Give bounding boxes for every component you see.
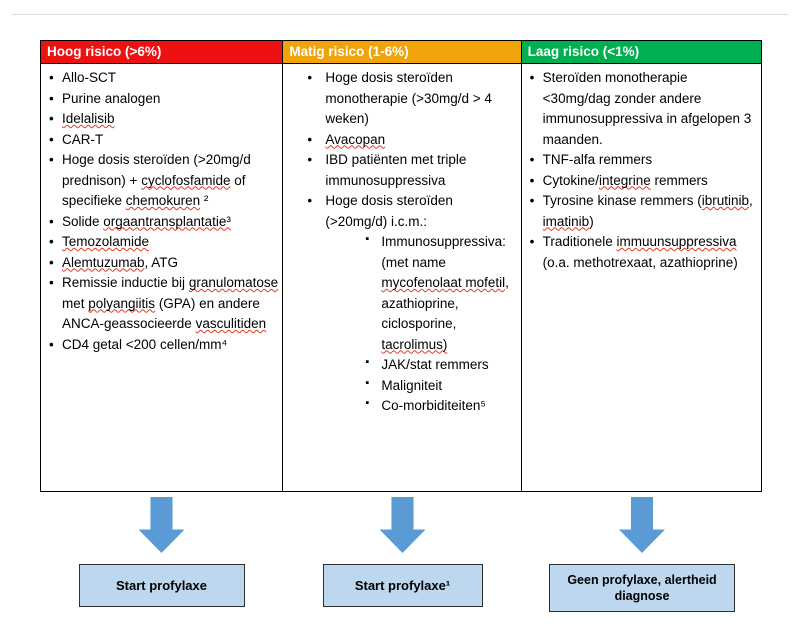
column-matig-risico: Matig risico (1-6%) Hoge dosis steroïden…	[283, 41, 522, 491]
arrow-cell-3	[522, 497, 762, 553]
list-item: Avacopan	[303, 130, 510, 151]
list-item: TNF-alfa remmers	[530, 150, 757, 171]
list-item: CD4 getal <200 cellen/mm⁴	[49, 335, 278, 356]
column-header-hoog-risico: Hoog risico (>6%)	[41, 41, 283, 64]
result-box-cell-2: Start profylaxe¹	[283, 564, 522, 612]
down-arrow-icon	[619, 497, 665, 553]
sub-list: Immunosuppressiva: (met name mycofenolaa…	[363, 231, 510, 417]
column-header-laag-risico: Laag risico (<1%)	[521, 41, 761, 64]
list-item: Co-morbiditeiten⁵	[363, 395, 510, 417]
arrow-row	[40, 497, 762, 553]
column-items-matig-risico: Hoge dosis steroïden monotherapie (>30mg…	[283, 64, 520, 417]
list-item: Idelalisib	[49, 109, 278, 130]
list-item: Allo-SCT	[49, 68, 278, 89]
result-box-cell-3: Geen profylaxe, alertheid diagnose	[522, 564, 762, 612]
list-item: Solide orgaantransplantatie³	[49, 212, 278, 233]
list-item: Tyrosine kinase remmers (ibrutinib, imat…	[530, 191, 757, 232]
list-item: Hoge dosis steroïden (>20mg/d) i.c.m.:Im…	[303, 191, 510, 417]
result-box-start-profylaxe-1: Start profylaxe¹	[322, 564, 483, 607]
result-box-cell-1: Start profylaxe	[40, 564, 283, 612]
list-item: JAK/stat remmers	[363, 354, 510, 376]
arrow-cell-1	[40, 497, 283, 553]
column-items-laag-risico: Steroïden monotherapie <30mg/dag zonder …	[522, 64, 761, 273]
top-divider	[12, 14, 788, 15]
column-hoog-risico: Hoog risico (>6%) Allo-SCTPurine analoge…	[41, 41, 284, 491]
list-item: Traditionele immuunsuppressiva (o.a. met…	[530, 232, 757, 273]
down-arrow-icon	[379, 497, 426, 553]
risk-stratification-table: Hoog risico (>6%) Allo-SCTPurine analoge…	[40, 40, 762, 492]
list-item: Immunosuppressiva: (met name mycofenolaa…	[363, 231, 510, 355]
list-item: Alemtuzumab, ATG	[49, 253, 278, 274]
list-item: IBD patiënten met triple immunosuppressi…	[303, 150, 510, 191]
result-box-geen-profylaxe: Geen profylaxe, alertheid diagnose	[549, 564, 735, 612]
arrow-cell-2	[283, 497, 522, 553]
result-box-row: Start profylaxe Start profylaxe¹ Geen pr…	[40, 564, 762, 612]
list-item: Purine analogen	[49, 89, 278, 110]
list-item: Hoge dosis steroïden (>20mg/d prednison)…	[49, 150, 278, 212]
list-item: Remissie inductie bij granulomatose met …	[49, 273, 278, 335]
list-item: Maligniteit	[363, 375, 510, 397]
list-item: Cytokine/integrine remmers	[530, 171, 757, 192]
column-items-hoog-risico: Allo-SCTPurine analogenIdelalisibCAR-THo…	[41, 64, 282, 355]
result-box-start-profylaxe: Start profylaxe	[78, 564, 245, 607]
down-arrow-icon	[138, 497, 185, 553]
list-item: Temozolamide	[49, 232, 278, 253]
list-item: Steroïden monotherapie <30mg/dag zonder …	[530, 68, 757, 150]
column-laag-risico: Laag risico (<1%) Steroïden monotherapie…	[521, 41, 761, 491]
list-item: Hoge dosis steroïden monotherapie (>30mg…	[303, 68, 510, 130]
column-header-matig-risico: Matig risico (1-6%)	[283, 41, 521, 64]
list-item: CAR-T	[49, 130, 278, 151]
